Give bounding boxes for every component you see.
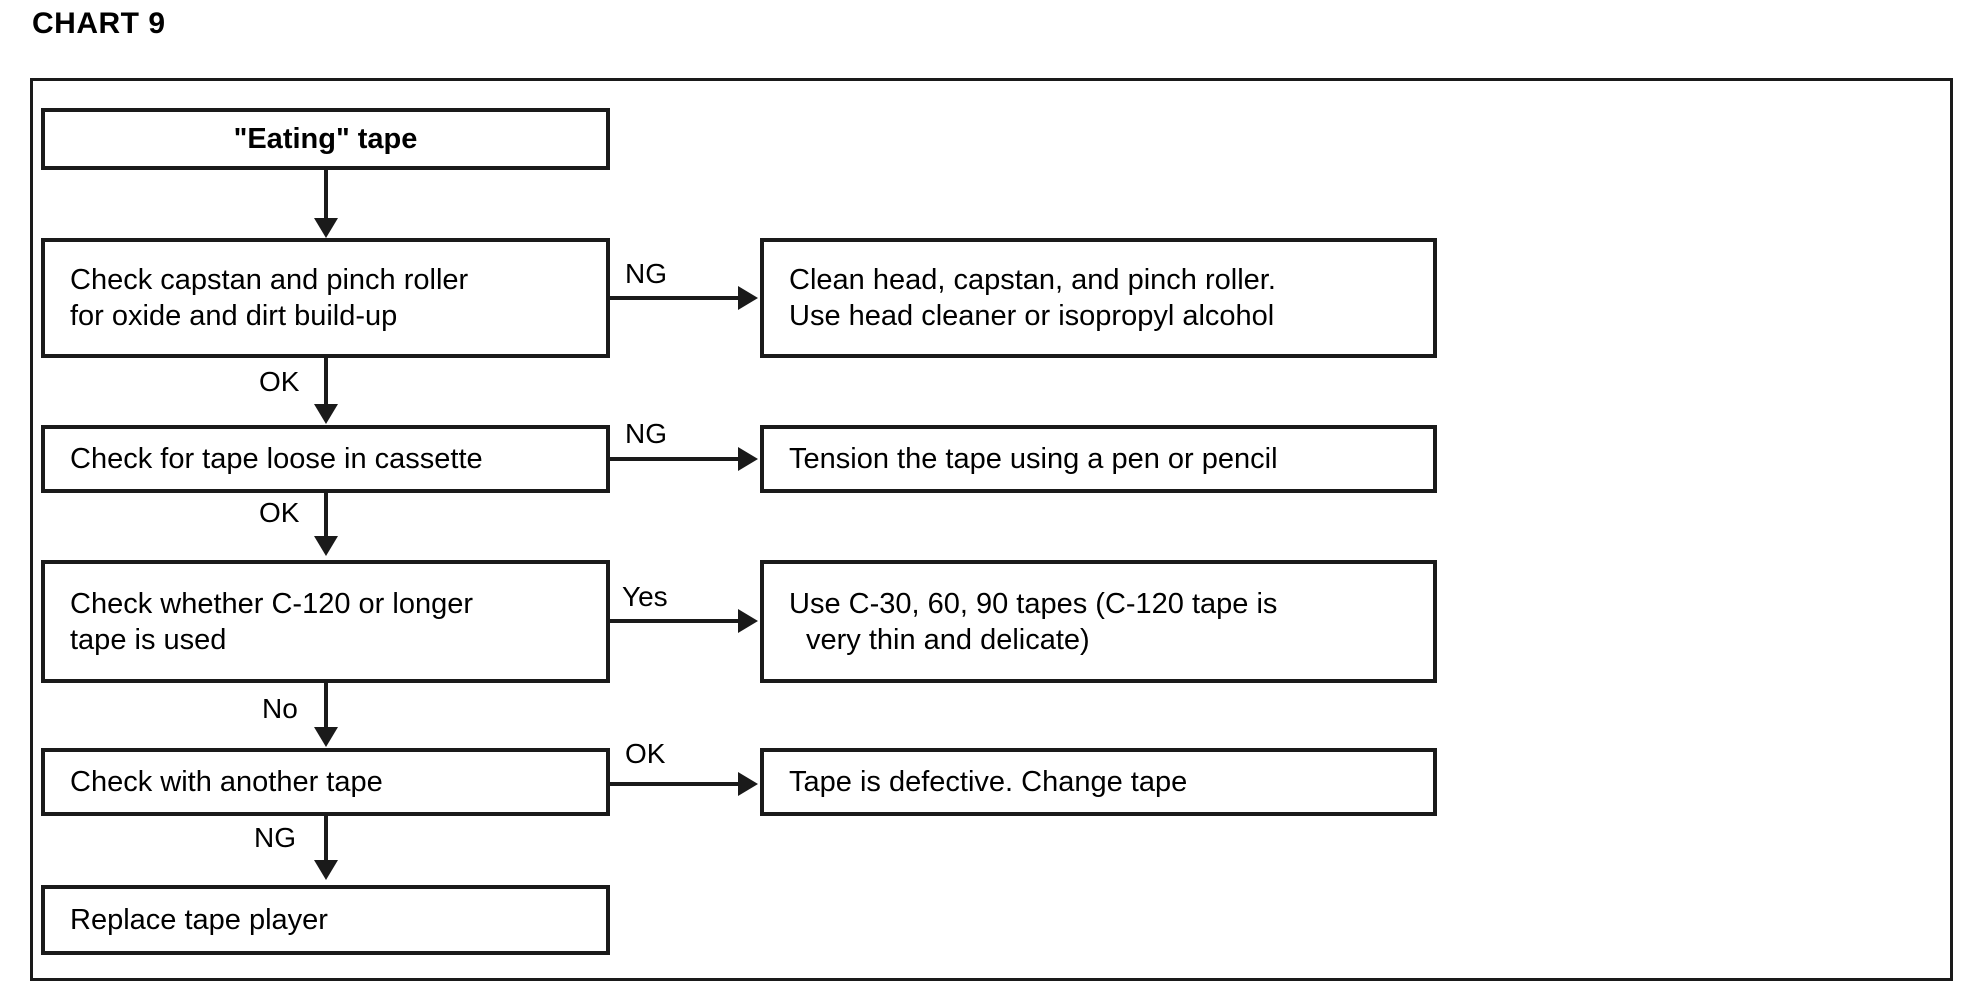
node-use-shorter-tapes: Use C-30, 60, 90 tapes (C-120 tape is ve… [760, 560, 1437, 683]
node-tension-tape-line1: Tension the tape using a pen or pencil [789, 443, 1278, 475]
node-check-capstan-line2: for oxide and dirt build-up [70, 300, 398, 332]
edge-label-no3: No [262, 693, 298, 724]
node-check-tape-loose-line1: Check for tape loose in cassette [70, 443, 483, 475]
edge-label-ok1: OK [259, 366, 300, 397]
edge-check1-to-check2-arrowhead [314, 404, 338, 424]
edge-label-ng1: NG [625, 258, 667, 289]
node-check-capstan: Check capstan and pinch roller for oxide… [41, 238, 610, 358]
edge-check3-to-check4 [324, 683, 328, 729]
edge-label-ng2: NG [625, 418, 667, 449]
node-check-c120-line2: tape is used [70, 623, 227, 656]
node-check-another-tape-line1: Check with another tape [70, 766, 383, 798]
edge-check3-to-action3 [610, 619, 738, 623]
node-check-c120-line1: Check whether C-120 or longer [70, 587, 473, 620]
node-check-tape-loose: Check for tape loose in cassette [41, 425, 610, 493]
node-use-shorter-tapes-line2: very thin and delicate) [806, 623, 1090, 656]
node-start: "Eating" tape [41, 108, 610, 170]
edge-check1-to-check2 [324, 358, 328, 406]
node-use-shorter-tapes-line1: Use C-30, 60, 90 tapes (C-120 tape is [789, 587, 1278, 620]
edge-check2-to-action2-arrowhead [738, 447, 758, 471]
edge-check2-to-check3-arrowhead [314, 536, 338, 556]
node-tape-defective: Tape is defective. Change tape [760, 748, 1437, 816]
node-check-c120: Check whether C-120 or longer tape is us… [41, 560, 610, 683]
node-replace-player-line1: Replace tape player [70, 904, 328, 936]
edge-label-ok4: OK [625, 738, 666, 769]
edge-check4-to-action4-arrowhead [738, 772, 758, 796]
node-clean-head-line1: Clean head, capstan, and pinch roller. [789, 264, 1276, 296]
node-clean-head-line2: Use head cleaner or isopropyl alcohol [789, 300, 1275, 332]
edge-check4-to-end-arrowhead [314, 860, 338, 880]
edge-label-ok2: OK [259, 497, 300, 528]
node-replace-player: Replace tape player [41, 885, 610, 955]
node-tape-defective-line1: Tape is defective. Change tape [789, 766, 1188, 798]
edge-start-to-check1 [324, 170, 328, 220]
node-clean-head: Clean head, capstan, and pinch roller. U… [760, 238, 1437, 358]
edge-check4-to-action4 [610, 782, 738, 786]
edge-check3-to-action3-arrowhead [738, 609, 758, 633]
edge-check2-to-check3 [324, 493, 328, 538]
edge-check2-to-action2 [610, 457, 738, 461]
edge-start-to-check1-arrowhead [314, 218, 338, 238]
node-check-another-tape: Check with another tape [41, 748, 610, 816]
edge-label-ng4: NG [254, 822, 296, 853]
edge-check1-to-action1 [610, 296, 738, 300]
edge-check4-to-end [324, 816, 328, 862]
page-title: CHART 9 [32, 7, 166, 40]
chart-frame [30, 78, 1953, 981]
node-check-capstan-line1: Check capstan and pinch roller [70, 264, 469, 296]
edge-check3-to-check4-arrowhead [314, 727, 338, 747]
node-start-line1: "Eating" tape [233, 123, 418, 155]
node-tension-tape: Tension the tape using a pen or pencil [760, 425, 1437, 493]
edge-check1-to-action1-arrowhead [738, 286, 758, 310]
edge-label-yes3: Yes [622, 581, 668, 612]
